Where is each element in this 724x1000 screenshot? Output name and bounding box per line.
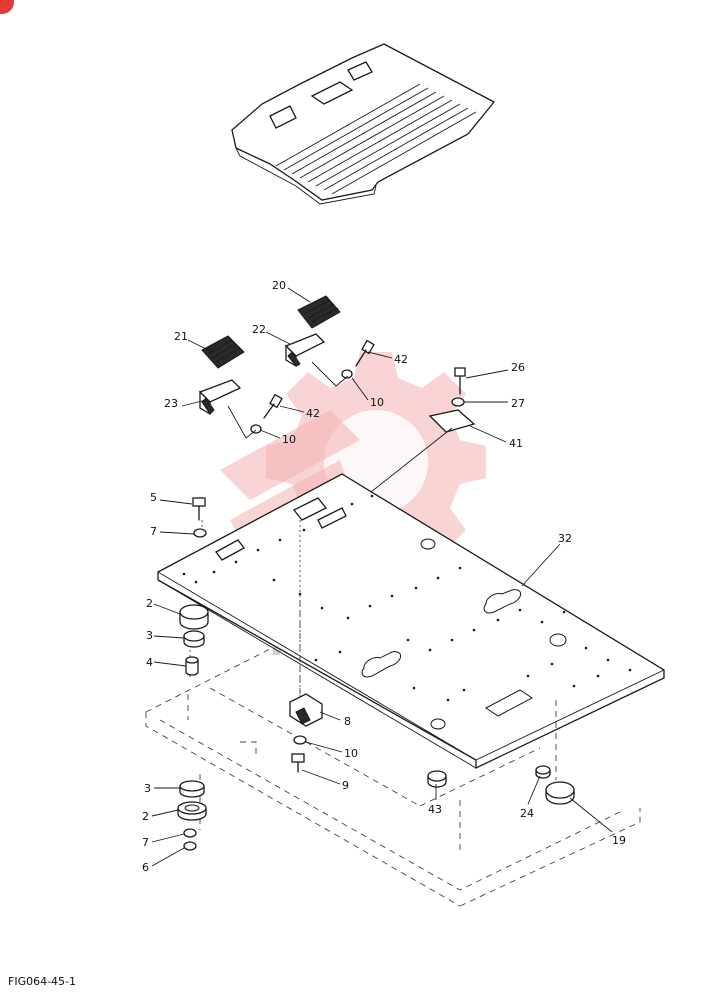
floor-mat [231,43,496,205]
callout-19: 19 [612,834,626,847]
callouts: 20 21 22 42 26 10 23 42 27 10 41 5 7 32 … [142,279,626,874]
bracket-8 [289,693,323,727]
leader-lines [151,287,613,867]
figure-code: FIG064-45-1 [8,975,77,988]
callout-42: 42 [394,353,408,366]
callout-7: 7 [150,525,157,538]
bolt-42b [263,393,283,419]
bolt-42a [355,339,375,367]
callout-21: 21 [174,330,188,343]
mount-3b [179,780,205,798]
pedal-pad-21 [201,335,245,369]
callout-24: 24 [520,807,534,820]
bolt-5 [192,497,206,521]
washer-7b [183,828,197,838]
floor-plate-32 [157,473,665,770]
callout-2: 2 [142,810,149,823]
plate-41 [428,409,476,433]
callout-20: 20 [272,279,286,292]
washer-10c [293,735,307,745]
callout-23: 23 [164,397,178,410]
bolt-26 [454,367,466,395]
mount-3a [183,630,205,648]
callout-26: 26 [511,361,525,374]
callout-41: 41 [509,437,523,450]
bolt-9 [291,753,305,773]
callout-5: 5 [150,491,157,504]
callout-42: 42 [306,407,320,420]
callout-3: 3 [144,782,151,795]
callout-4: 4 [146,656,153,669]
cap-19 [545,781,575,805]
washer-10a [341,369,353,379]
callout-43: 43 [428,803,442,816]
plug-24 [535,765,551,779]
mount-2a [179,604,209,630]
callout-8: 8 [344,715,351,728]
washer-27 [451,397,465,407]
callout-32: 32 [558,532,572,545]
callout-27: 27 [511,397,525,410]
pedal-pad-20 [297,295,341,329]
callout-10: 10 [370,396,384,409]
callout-6: 6 [142,861,149,874]
callout-9: 9 [342,779,349,792]
grommet-43 [427,770,447,788]
callout-10: 10 [344,747,358,760]
mount-2b [177,801,207,821]
callout-3: 3 [146,629,153,642]
spacer-4 [185,656,199,676]
bracket-22 [284,333,326,368]
callout-22: 22 [252,323,266,336]
washer-7a [193,528,207,538]
washer-10b [250,424,262,434]
callout-10: 10 [282,433,296,446]
bracket-23 [198,379,242,416]
nut-6 [183,841,197,851]
callout-2: 2 [146,597,153,610]
callout-7: 7 [142,836,149,849]
